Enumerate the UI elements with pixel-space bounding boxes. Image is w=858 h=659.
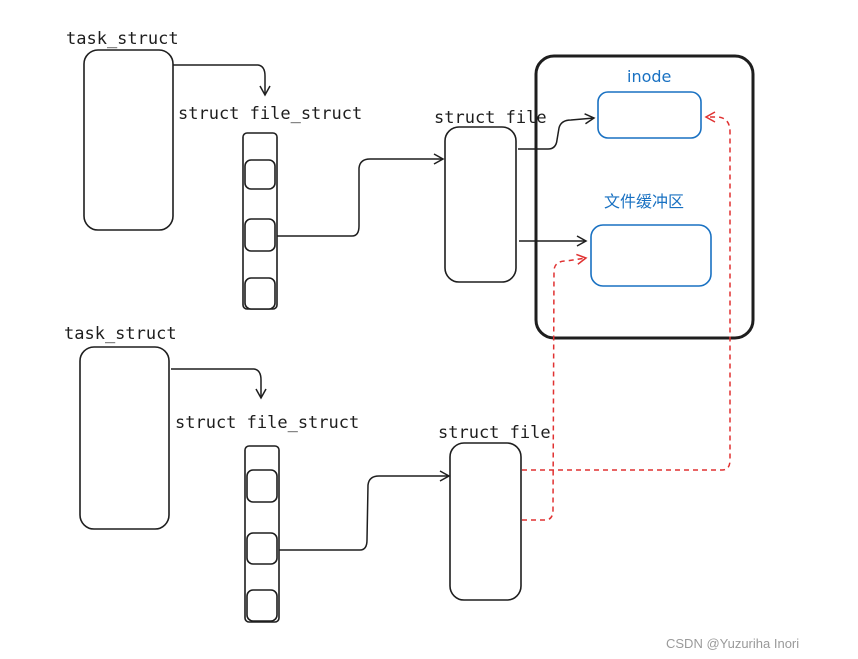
fd-slot-top-1 [244, 218, 276, 252]
kernel-object-container [534, 54, 755, 340]
arrow-fd-to-file-bottom [279, 470, 451, 551]
fd-array-bottom [244, 445, 280, 623]
task-struct-box-top [83, 49, 174, 231]
dashed-arrow-file-to-buffer-bottom [522, 253, 588, 521]
fd-array-top [242, 132, 278, 310]
fd-slot-top-0 [244, 159, 276, 190]
file-struct-label-top: struct file_struct [178, 104, 362, 124]
fd-slot-bottom-2 [246, 589, 278, 622]
file-struct-label-bottom: struct file_struct [175, 413, 359, 433]
fd-slot-bottom-0 [246, 469, 278, 503]
struct-file-box-top [444, 126, 517, 283]
task-struct-label-bottom: task_struct [64, 324, 177, 344]
arrow-file-to-inode-top [518, 113, 596, 150]
inode-box [597, 91, 702, 139]
task-struct-label-top: task_struct [66, 29, 179, 49]
buffer-box [590, 224, 712, 287]
arrow-task-to-filestruct-bottom [171, 368, 267, 400]
inode-label: inode [627, 67, 671, 86]
dashed-arrow-file-to-inode-bottom [522, 111, 731, 471]
struct-file-label-bottom: struct file [438, 423, 551, 443]
fd-slot-top-2 [244, 277, 276, 310]
watermark: CSDN @Yuzuriha Inori [666, 636, 799, 651]
arrow-task-to-filestruct-top [173, 64, 271, 97]
arrow-fd-to-file-top [277, 153, 445, 237]
struct-file-label-top: struct file [434, 108, 547, 128]
buffer-label: 文件缓冲区 [604, 192, 684, 211]
fd-slot-bottom-1 [246, 532, 278, 565]
task-struct-box-bottom [79, 346, 170, 530]
struct-file-box-bottom [449, 442, 522, 601]
